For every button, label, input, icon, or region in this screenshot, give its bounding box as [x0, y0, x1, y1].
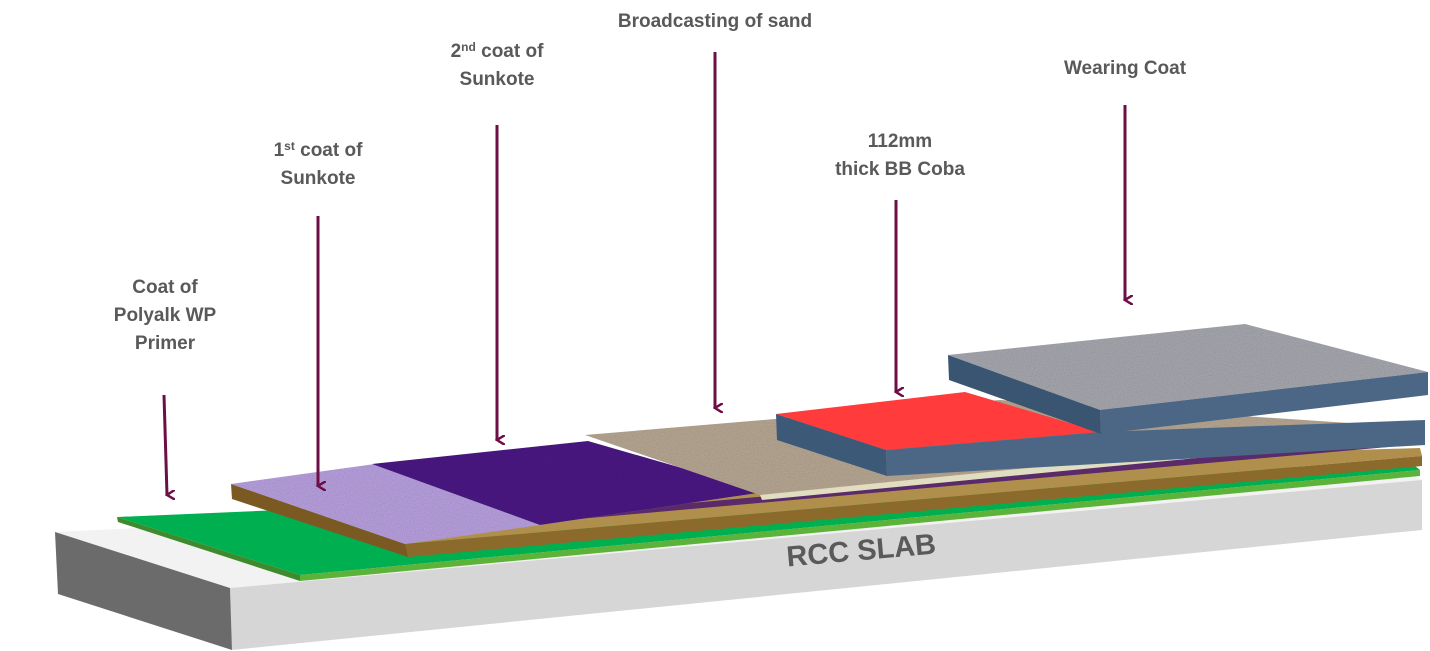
sand-label-line1: Broadcasting of sand: [617, 11, 813, 32]
sunkote-1-sup: st: [284, 139, 295, 153]
coba-layer: [776, 392, 1425, 476]
sunkote-1-rest: coat of: [294, 140, 363, 161]
sunkote-1-label: 1st coat of Sunkote: [248, 137, 388, 193]
coba-label: 112mm thick BB Coba: [825, 128, 975, 184]
sunkote-2-rest: coat of: [475, 41, 544, 62]
sunkote-2-label-line1: 2nd coat of: [427, 38, 567, 66]
sunkote-1-label-line2: Sunkote: [280, 168, 356, 189]
sand-label: Broadcasting of sand: [590, 8, 840, 36]
primer-arrow: [162, 394, 167, 495]
sunkote-2-layer: [372, 441, 765, 525]
wearing-coat-label-line1: Wearing Coat: [1063, 58, 1187, 79]
coba-label-line2: thick BB Coba: [835, 159, 965, 180]
sunkote-2-label-line2: Sunkote: [459, 69, 535, 90]
rcc-slab-front: [230, 480, 1422, 650]
primer-label: Coat of Polyalk WP Primer: [95, 274, 235, 358]
sunkote-2-sup: nd: [461, 40, 476, 54]
sunkote-2-num: 2: [450, 41, 462, 62]
primer-label-line3: Primer: [134, 333, 196, 354]
purple-strip-layer: [500, 438, 1422, 526]
wearing-coat-layer: [948, 324, 1428, 434]
sunkote-1-layer: [231, 464, 540, 544]
primer-label-line1: Coat of: [132, 277, 198, 298]
coba-label-line1: 112mm: [867, 131, 933, 152]
sunkote-1-num: 1: [273, 140, 285, 161]
rcc-slab-side: [55, 532, 232, 650]
wearing-coat-label: Wearing Coat: [1055, 55, 1195, 83]
sunkote-2-label: 2nd coat of Sunkote: [427, 38, 567, 94]
arrows: [162, 52, 1125, 495]
sunkote-1-label-line1: 1st coat of: [248, 137, 388, 165]
primer-label-line2: Polyalk WP: [113, 305, 217, 326]
